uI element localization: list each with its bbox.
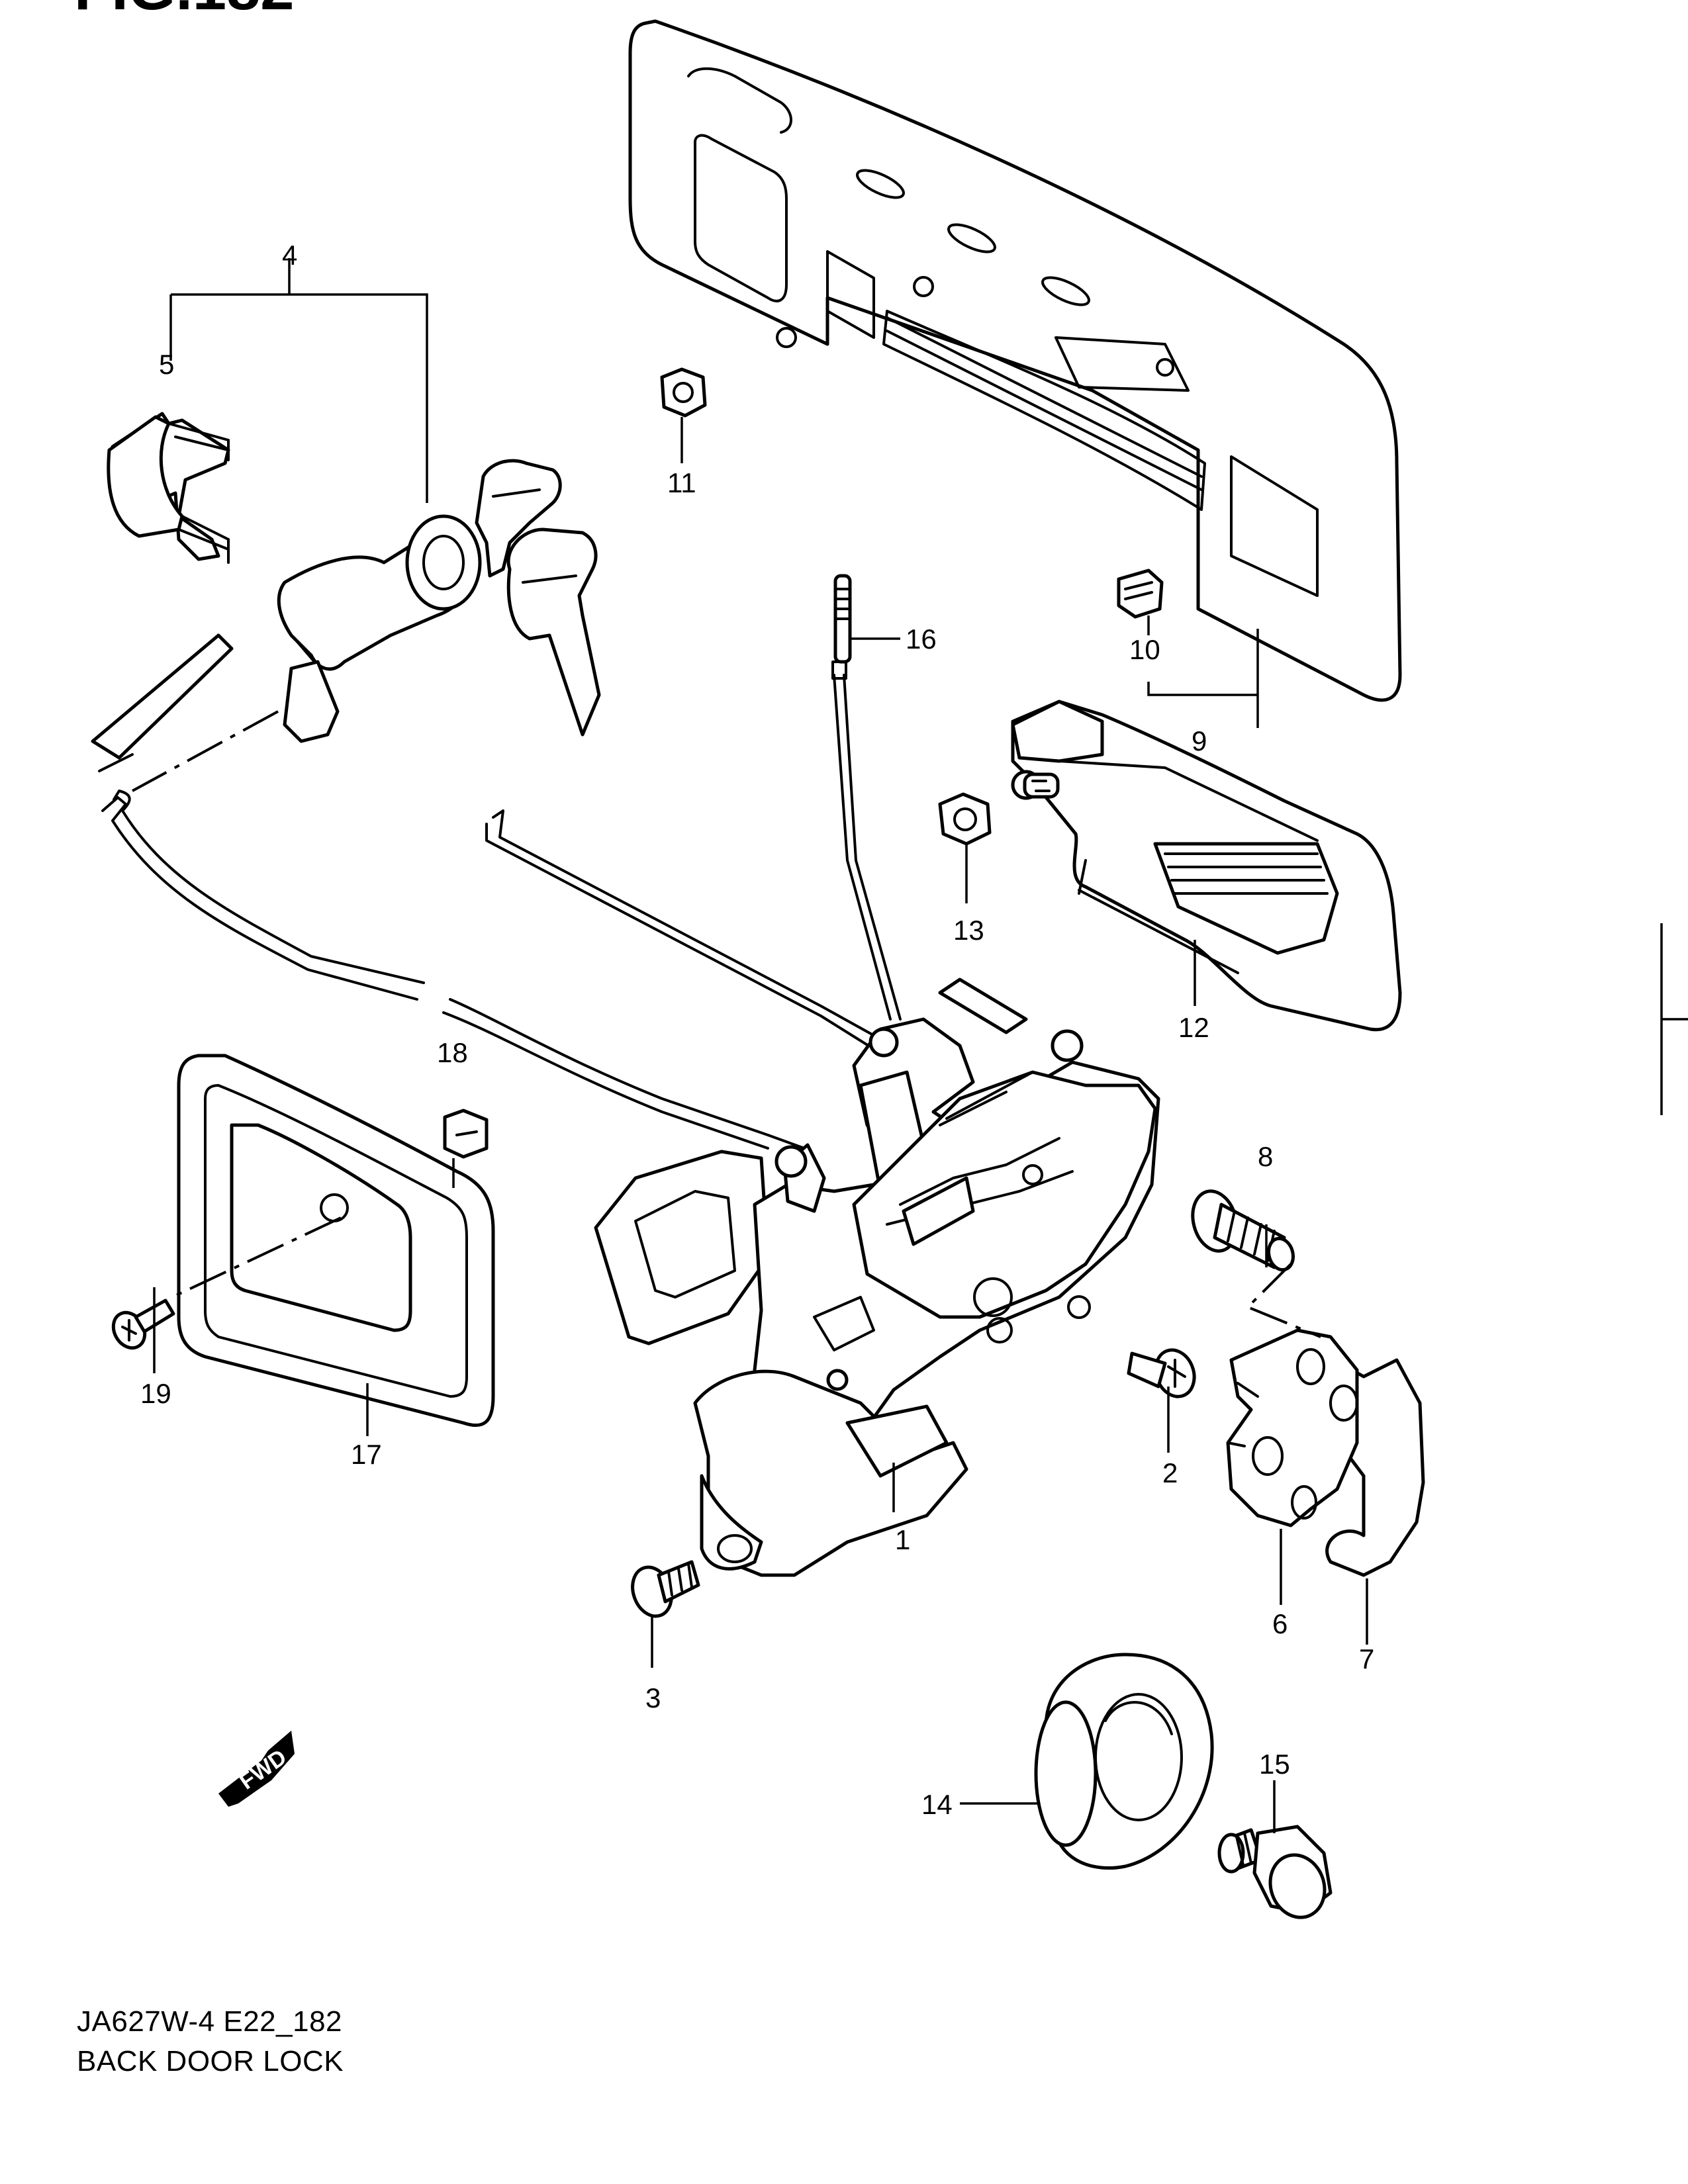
page-edge-mark	[1660, 923, 1688, 1115]
alignment-line-19	[171, 1216, 342, 1298]
callout-labels: 1 2 3 4 5 6 7 8 9 10 11 12 13 14 15 16 1…	[140, 240, 1374, 1820]
callout-14: 14	[921, 1789, 953, 1820]
callout-6: 6	[1272, 1608, 1288, 1639]
callout-1: 1	[895, 1524, 910, 1555]
callout-17: 17	[351, 1439, 382, 1470]
control-rods	[101, 660, 902, 1150]
striker-plates	[1226, 1328, 1425, 1577]
retainer-clip-5	[107, 415, 230, 564]
diagram-title: BACK DOOR LOCK	[77, 2045, 344, 2077]
grommet-14	[1034, 1653, 1214, 1870]
screw-3	[631, 1560, 700, 1618]
handle-assembly-12	[1011, 700, 1402, 1032]
nut-13	[938, 792, 992, 846]
key-cylinder-assembly	[91, 412, 601, 772]
diagram-code: JA627W-4 E22_182	[77, 2005, 343, 2038]
bolt-15	[1217, 1825, 1333, 1919]
clip-10	[1117, 569, 1164, 619]
callout-2: 2	[1162, 1457, 1178, 1488]
callout-16: 16	[906, 623, 937, 655]
rod-end-16	[833, 574, 852, 664]
callout-11: 11	[667, 467, 696, 498]
figure-title: FIG.182	[74, 0, 294, 23]
alignment-line-rod	[132, 710, 279, 792]
callout-8: 8	[1258, 1141, 1273, 1172]
callout-10: 10	[1129, 634, 1160, 665]
bolt-8	[1191, 1189, 1295, 1272]
callout-15: 15	[1259, 1749, 1290, 1780]
callout-bracket-4	[169, 258, 428, 503]
callout-9: 9	[1192, 725, 1207, 756]
fwd-direction-arrow: FWD	[218, 1731, 295, 1807]
callout-12: 12	[1178, 1012, 1209, 1043]
latch-assembly-1	[594, 978, 1160, 1577]
alignment-line-8	[1245, 1263, 1321, 1338]
leader-lines	[153, 417, 1368, 1833]
nut-11	[660, 367, 707, 418]
callout-19: 19	[140, 1378, 171, 1409]
clip-18	[443, 1109, 489, 1159]
callout-18: 18	[437, 1037, 468, 1068]
screw-2	[1127, 1348, 1196, 1398]
callout-4: 4	[282, 240, 297, 271]
callout-7: 7	[1359, 1643, 1374, 1674]
callout-3: 3	[645, 1682, 661, 1713]
outer-handle-garnish	[628, 19, 1402, 702]
inner-handle-bezel-17	[177, 1054, 495, 1428]
callout-5: 5	[159, 349, 174, 380]
callout-13: 13	[953, 915, 984, 946]
screw-19	[111, 1298, 175, 1350]
